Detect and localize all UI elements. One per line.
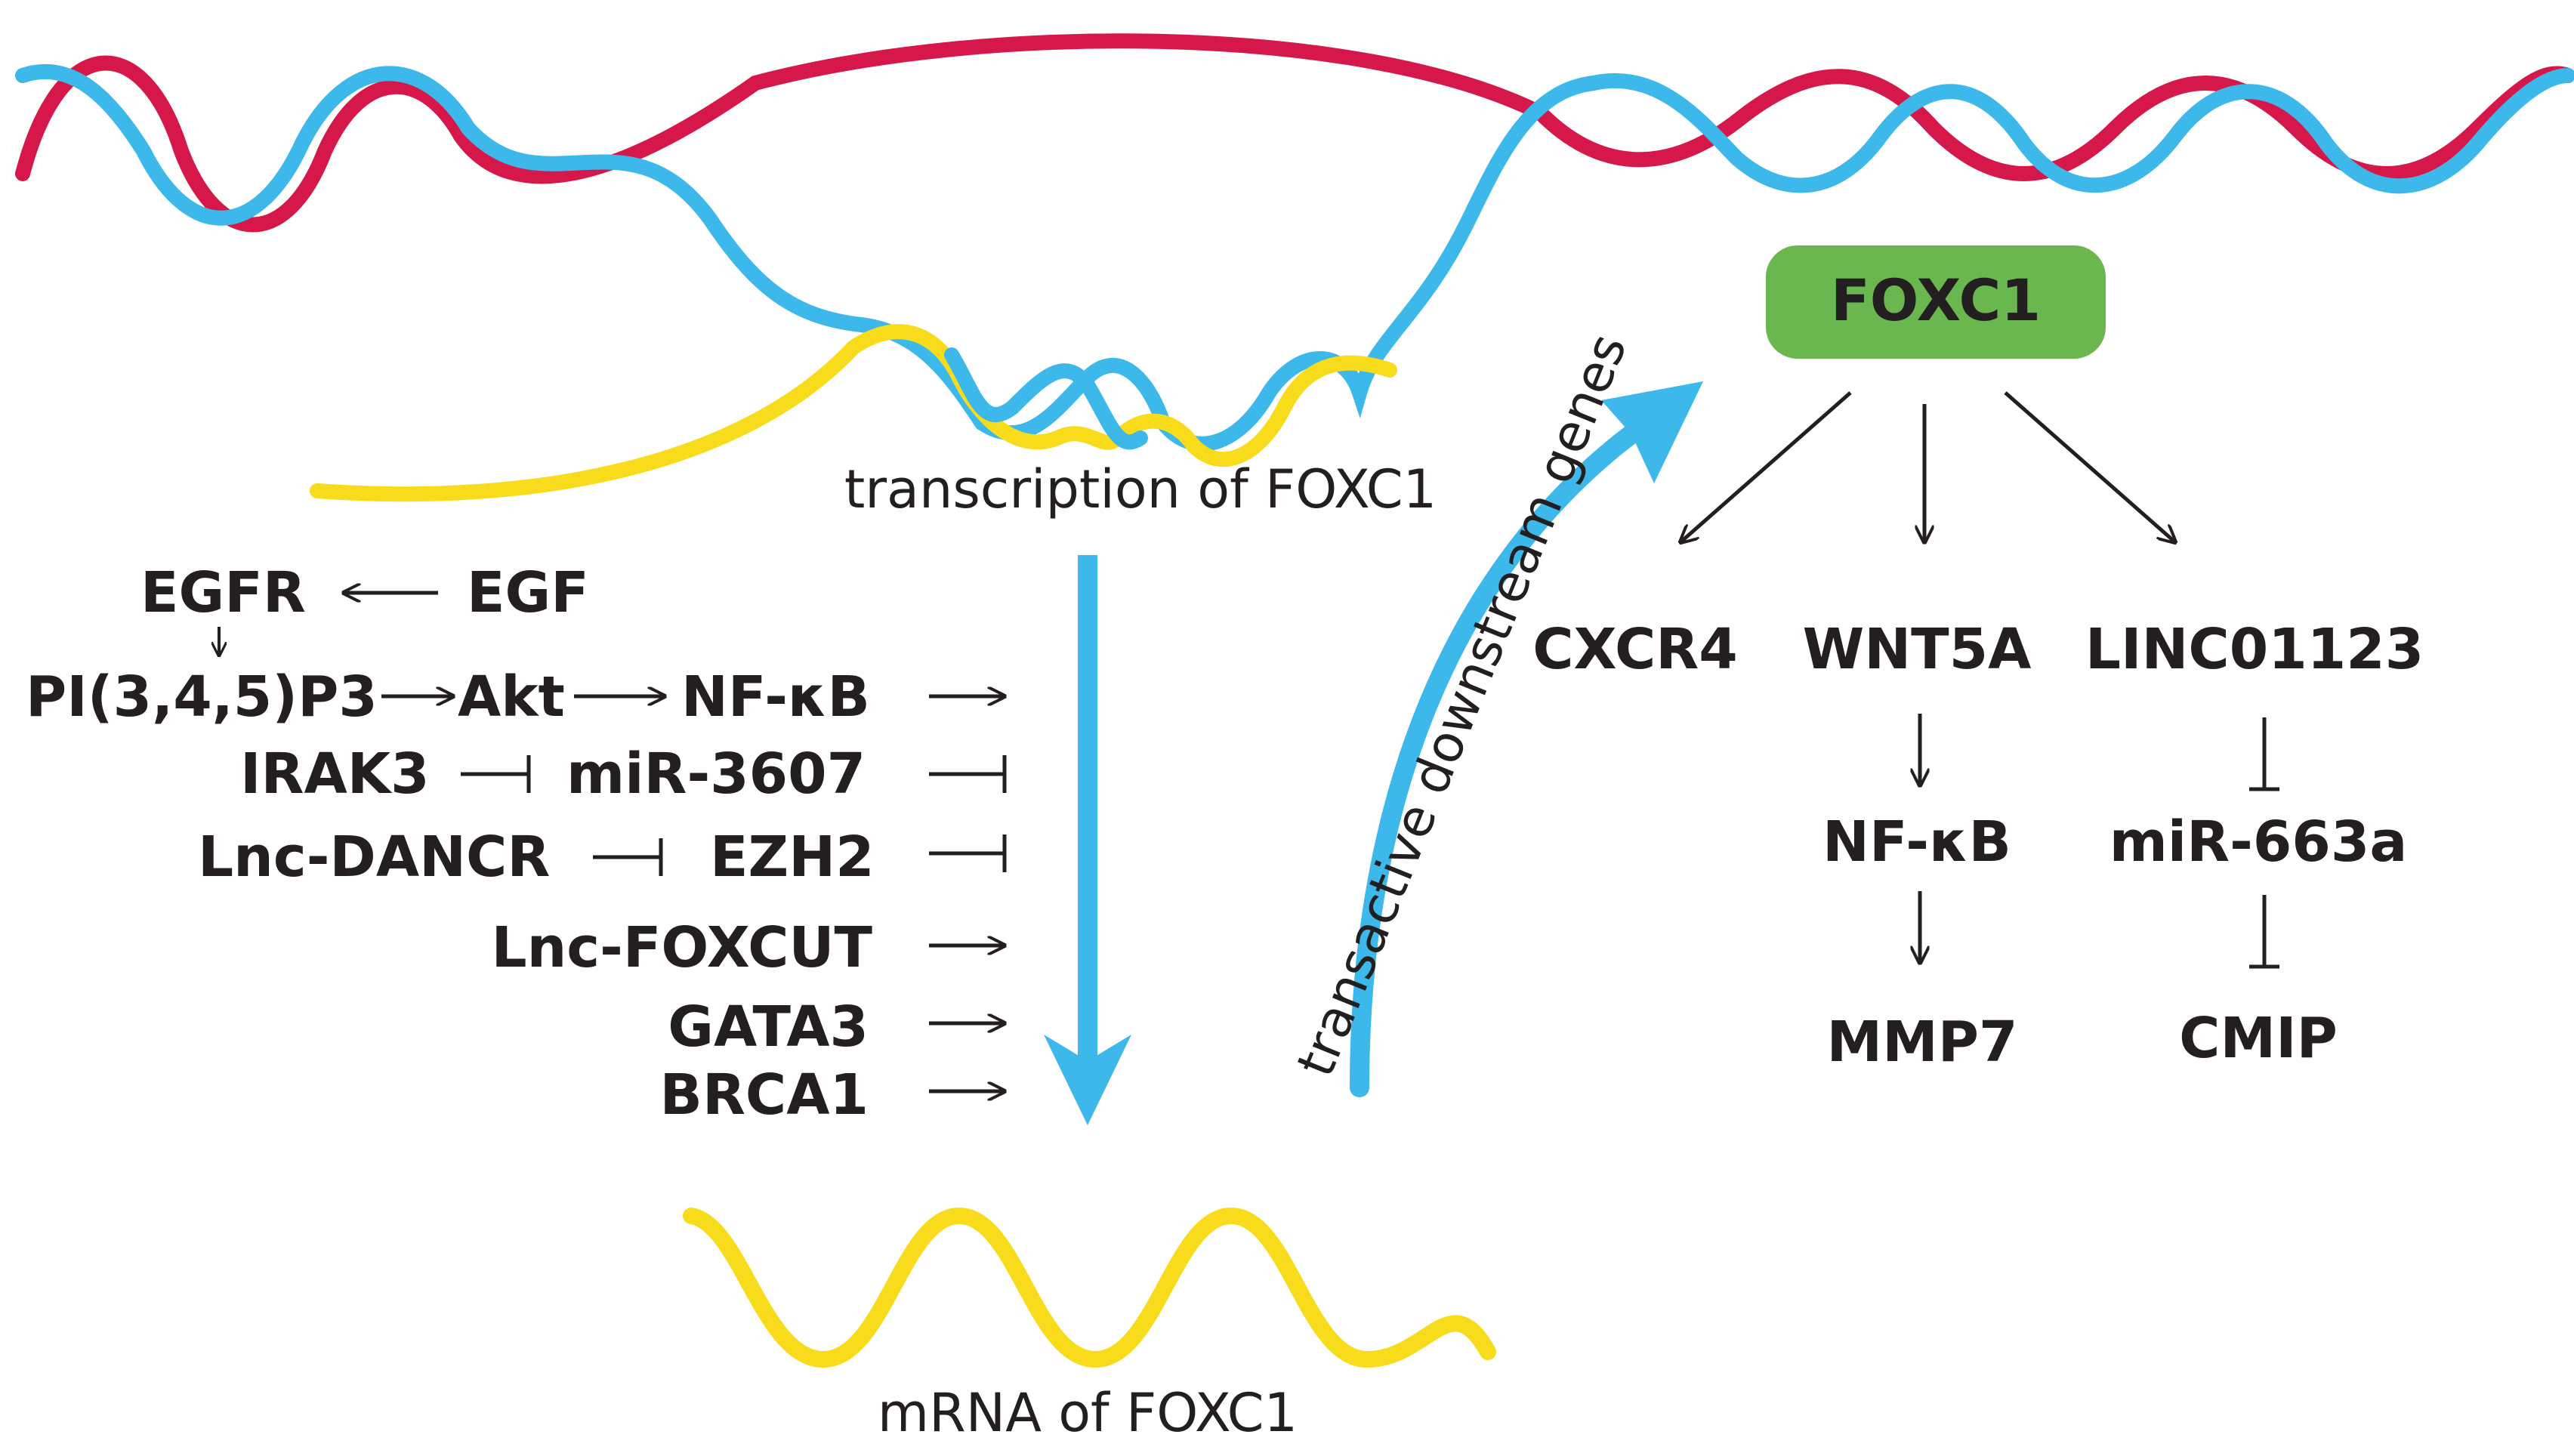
mir3607-inhibits-foxc1 — [929, 755, 1007, 793]
cmip-label: CMIP — [2179, 1006, 2338, 1071]
gata3-label: GATA3 — [668, 995, 869, 1060]
transcription-label: transcription of FOXC1 — [844, 458, 1437, 520]
foxc1-to-linc01123-arrow — [2004, 391, 2175, 542]
mir663a-label: miR-663a — [2110, 810, 2408, 875]
template-strand-overlap — [944, 347, 1148, 450]
upstream-regulators: EGFR EGF PI(3,4,5)P3 Akt NF-κB IRAK3 miR… — [26, 560, 1007, 1127]
mir663a-inhibits-cmip — [2249, 895, 2279, 969]
irak3-inhibits-mir3607 — [461, 755, 531, 793]
linc01123-label: LINC01123 — [2085, 617, 2424, 682]
linc01123-inhibits-mir663a — [2249, 717, 2279, 791]
irak3-label: IRAK3 — [240, 742, 430, 807]
mrna-wave — [683, 1207, 1496, 1368]
pi3-label: PI(3,4,5)P3 — [26, 665, 378, 730]
ezh2-inhibits-foxc1 — [929, 834, 1007, 872]
foxc1-label: FOXC1 — [1831, 267, 2041, 334]
nfkb-downstream-label: NF-κB — [1822, 810, 2011, 875]
downstream-targets: CXCR4 WNT5A LINC01123 NF-κB MMP7 miR-663… — [1532, 391, 2424, 1075]
dna-helix — [15, 33, 2574, 502]
brca1-label: BRCA1 — [660, 1063, 869, 1127]
transactive-arrowhead — [1601, 381, 1703, 483]
egfr-label: EGFR — [140, 560, 306, 625]
transcription-arrow — [1044, 555, 1131, 1125]
lncfoxcut-label: Lnc-FOXCUT — [491, 915, 872, 980]
lncdancr-inhibits-ezh2 — [593, 838, 663, 876]
egf-label: EGF — [467, 560, 589, 625]
nfkb-label: NF-κB — [681, 665, 870, 730]
lncdancr-label: Lnc-DANCR — [198, 825, 550, 890]
wnt5a-label: WNT5A — [1803, 617, 2032, 682]
mrna-label: mRNA of FOXC1 — [878, 1382, 1298, 1444]
dna-blue-strand — [15, 64, 2574, 452]
ezh2-label: EZH2 — [710, 825, 875, 890]
transactive-label: transactive downstream genes — [1286, 325, 1639, 1084]
cxcr4-label: CXCR4 — [1532, 617, 1738, 682]
nascent-mrna-strand — [310, 324, 1397, 502]
mmp7-label: MMP7 — [1826, 1010, 2017, 1075]
akt-label: Akt — [458, 665, 565, 730]
transactive-arrow — [1350, 381, 1703, 1097]
mir3607-label: miR-3607 — [566, 742, 866, 807]
foxc1-node: FOXC1 — [1766, 245, 2106, 359]
foxc1-to-cxcr4-arrow — [1681, 391, 1852, 542]
transcription-arrowhead — [1044, 1035, 1131, 1125]
